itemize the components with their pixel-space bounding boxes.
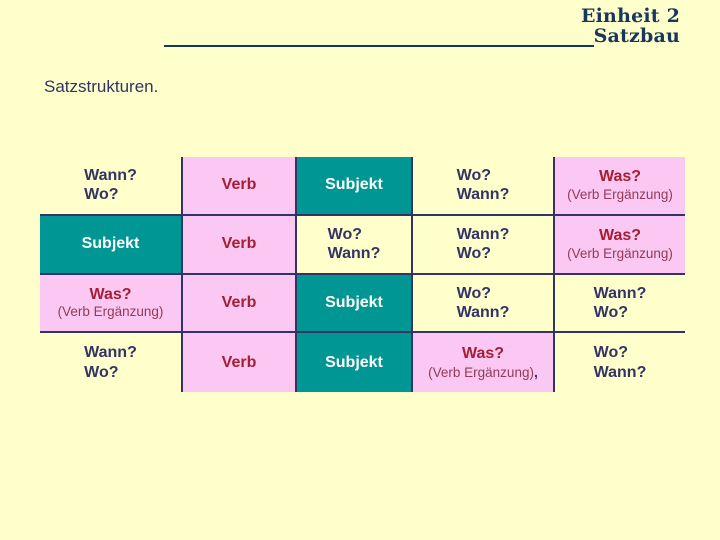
question-cell: Wo?Wann? (555, 333, 685, 392)
question-cell: Wann?Wo? (413, 215, 555, 275)
question-text: Wann?Wo? (593, 284, 647, 321)
question-text: Wo?Wann? (456, 167, 510, 204)
question-cell: Wo?Wann? (413, 157, 555, 216)
header-subtitle-row: Satzbau (163, 25, 680, 47)
object-note-text: (Verb Ergänzung), (428, 363, 538, 380)
subject-text: Subjekt (81, 235, 140, 253)
object-complement-cell: Was?(Verb Ergänzung), (413, 333, 555, 392)
question-cell: Wann?Wo? (40, 333, 183, 392)
object-complement-cell: Was?(Verb Ergänzung) (555, 215, 685, 275)
subject-cell: Subjekt (40, 215, 183, 275)
question-text: Wann?Wo? (84, 167, 137, 204)
subject-text: Subjekt (325, 176, 383, 194)
question-cell: Wann?Wo? (555, 275, 685, 334)
question-text: Wann?Wo? (84, 344, 137, 381)
unit-title: Einheit 2 (580, 5, 680, 27)
question-text: Wo?Wann? (593, 344, 647, 381)
verb-cell: Verb (183, 157, 297, 216)
object-question-text: Was? (598, 227, 642, 245)
subject-cell: Subjekt (297, 157, 413, 216)
subtitle: Satzbau (593, 25, 680, 47)
subject-cell: Subjekt (297, 274, 413, 334)
object-complement-cell: Was?(Verb Ergänzung) (555, 157, 685, 216)
object-note-text: (Verb Ergänzung) (567, 186, 673, 202)
question-cell: Wann?Wo? (40, 157, 183, 216)
question-text: Wann?Wo? (456, 225, 510, 263)
object-note-text: (Verb Ergänzung) (567, 245, 673, 261)
question-cell: Wo?Wann? (297, 215, 413, 275)
object-question-text: Was? (598, 168, 642, 186)
object-complement-cell: Was?(Verb Ergänzung) (40, 274, 183, 334)
page-title: Satzstrukturen. (44, 77, 159, 96)
trailing-comma: , (533, 363, 538, 380)
question-text: Wo?Wann? (456, 284, 510, 321)
subject-cell: Subjekt (297, 333, 413, 392)
verb-text: Verb (221, 353, 257, 371)
verb-cell: Verb (183, 333, 297, 392)
verb-cell: Verb (183, 215, 297, 275)
object-note-text: (Verb Ergänzung) (57, 304, 164, 320)
subject-text: Subjekt (325, 293, 383, 311)
object-question-text: Was? (461, 345, 505, 363)
fill-in-underline (163, 29, 594, 47)
question-cell: Wo?Wann? (413, 274, 555, 334)
question-text: Wo?Wann? (327, 225, 381, 263)
subject-text: Subjekt (325, 353, 383, 371)
object-question-text: Was? (89, 285, 132, 303)
verb-cell: Verb (183, 274, 297, 334)
verb-text: Verb (221, 235, 257, 253)
verb-text: Verb (221, 176, 257, 194)
verb-text: Verb (221, 293, 257, 311)
